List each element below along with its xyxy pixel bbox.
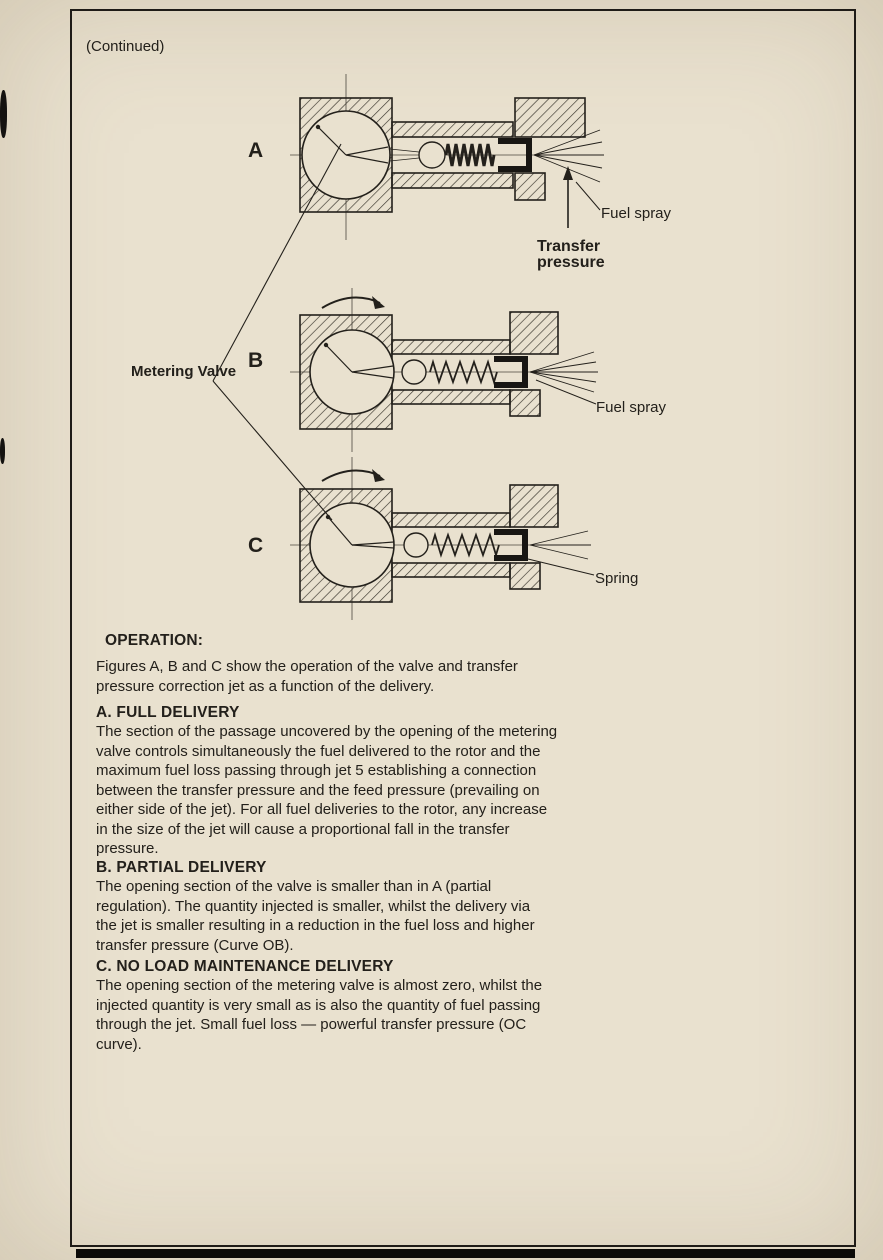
metering-valve-label: Metering Valve bbox=[131, 363, 237, 380]
section-no-load-body: The opening section of the metering valv… bbox=[96, 977, 543, 1053]
spring-coil bbox=[429, 358, 498, 386]
section-operation-title: OPERATION: bbox=[105, 632, 204, 649]
scan-artifact-left-mid bbox=[0, 438, 5, 464]
flow-lines bbox=[389, 148, 420, 162]
fuel-spray-label-b: Fuel spray bbox=[596, 399, 667, 416]
fuel-spray-label-a: Fuel spray bbox=[601, 205, 672, 222]
valve-diagram-b bbox=[290, 288, 598, 452]
valve-diagram-a bbox=[290, 74, 604, 240]
transfer-pressure-arrow bbox=[563, 166, 573, 228]
jet-bracket bbox=[494, 356, 528, 388]
fuel-spray-lines bbox=[533, 129, 604, 183]
scan-artifact-left-top bbox=[0, 90, 7, 138]
jet-bracket bbox=[494, 529, 528, 561]
rotation-arrow bbox=[321, 296, 385, 309]
spring-coil bbox=[431, 531, 500, 559]
scan-edge-bottom bbox=[76, 1249, 855, 1258]
jet-bracket bbox=[498, 138, 532, 172]
section-full-delivery-title: A. FULL DELIVERY bbox=[96, 704, 240, 721]
section-operation-body: Figures A, B and C show the operation of… bbox=[96, 658, 518, 695]
continued-label: (Continued) bbox=[86, 38, 165, 55]
section-partial-delivery-title: B. PARTIAL DELIVERY bbox=[96, 859, 267, 876]
page-border bbox=[70, 9, 856, 1247]
rotation-arrow bbox=[321, 469, 385, 482]
valve-ball bbox=[418, 141, 446, 169]
spring-label: Spring bbox=[595, 570, 639, 587]
fuel-spray-leader-line bbox=[575, 181, 601, 211]
figure-a-label: A bbox=[248, 139, 264, 162]
pointer-dot bbox=[315, 124, 321, 130]
spring-leader-line bbox=[527, 558, 595, 576]
figure-c-label: C bbox=[248, 534, 264, 557]
pointer-dot bbox=[323, 342, 329, 348]
figure-b-label: B bbox=[248, 349, 264, 372]
fuel-spray-lines bbox=[529, 530, 591, 560]
valve-ball bbox=[403, 532, 429, 558]
spring-coil bbox=[444, 143, 496, 167]
pointer-dot bbox=[325, 514, 331, 520]
section-no-load-title: C. NO LOAD MAINTENANCE DELIVERY bbox=[96, 958, 394, 975]
fuel-spray-lines bbox=[529, 351, 598, 393]
valve-diagram-c bbox=[290, 457, 595, 620]
valve-ball bbox=[401, 359, 427, 385]
section-partial-delivery-body: The opening section of the valve is smal… bbox=[96, 878, 535, 954]
transfer-pressure-label: Transfer pressure bbox=[537, 238, 605, 271]
section-full-delivery-body: The section of the passage uncovered by … bbox=[96, 723, 558, 857]
rotor-slot bbox=[327, 516, 395, 549]
fuel-spray-leader-line bbox=[535, 379, 597, 405]
